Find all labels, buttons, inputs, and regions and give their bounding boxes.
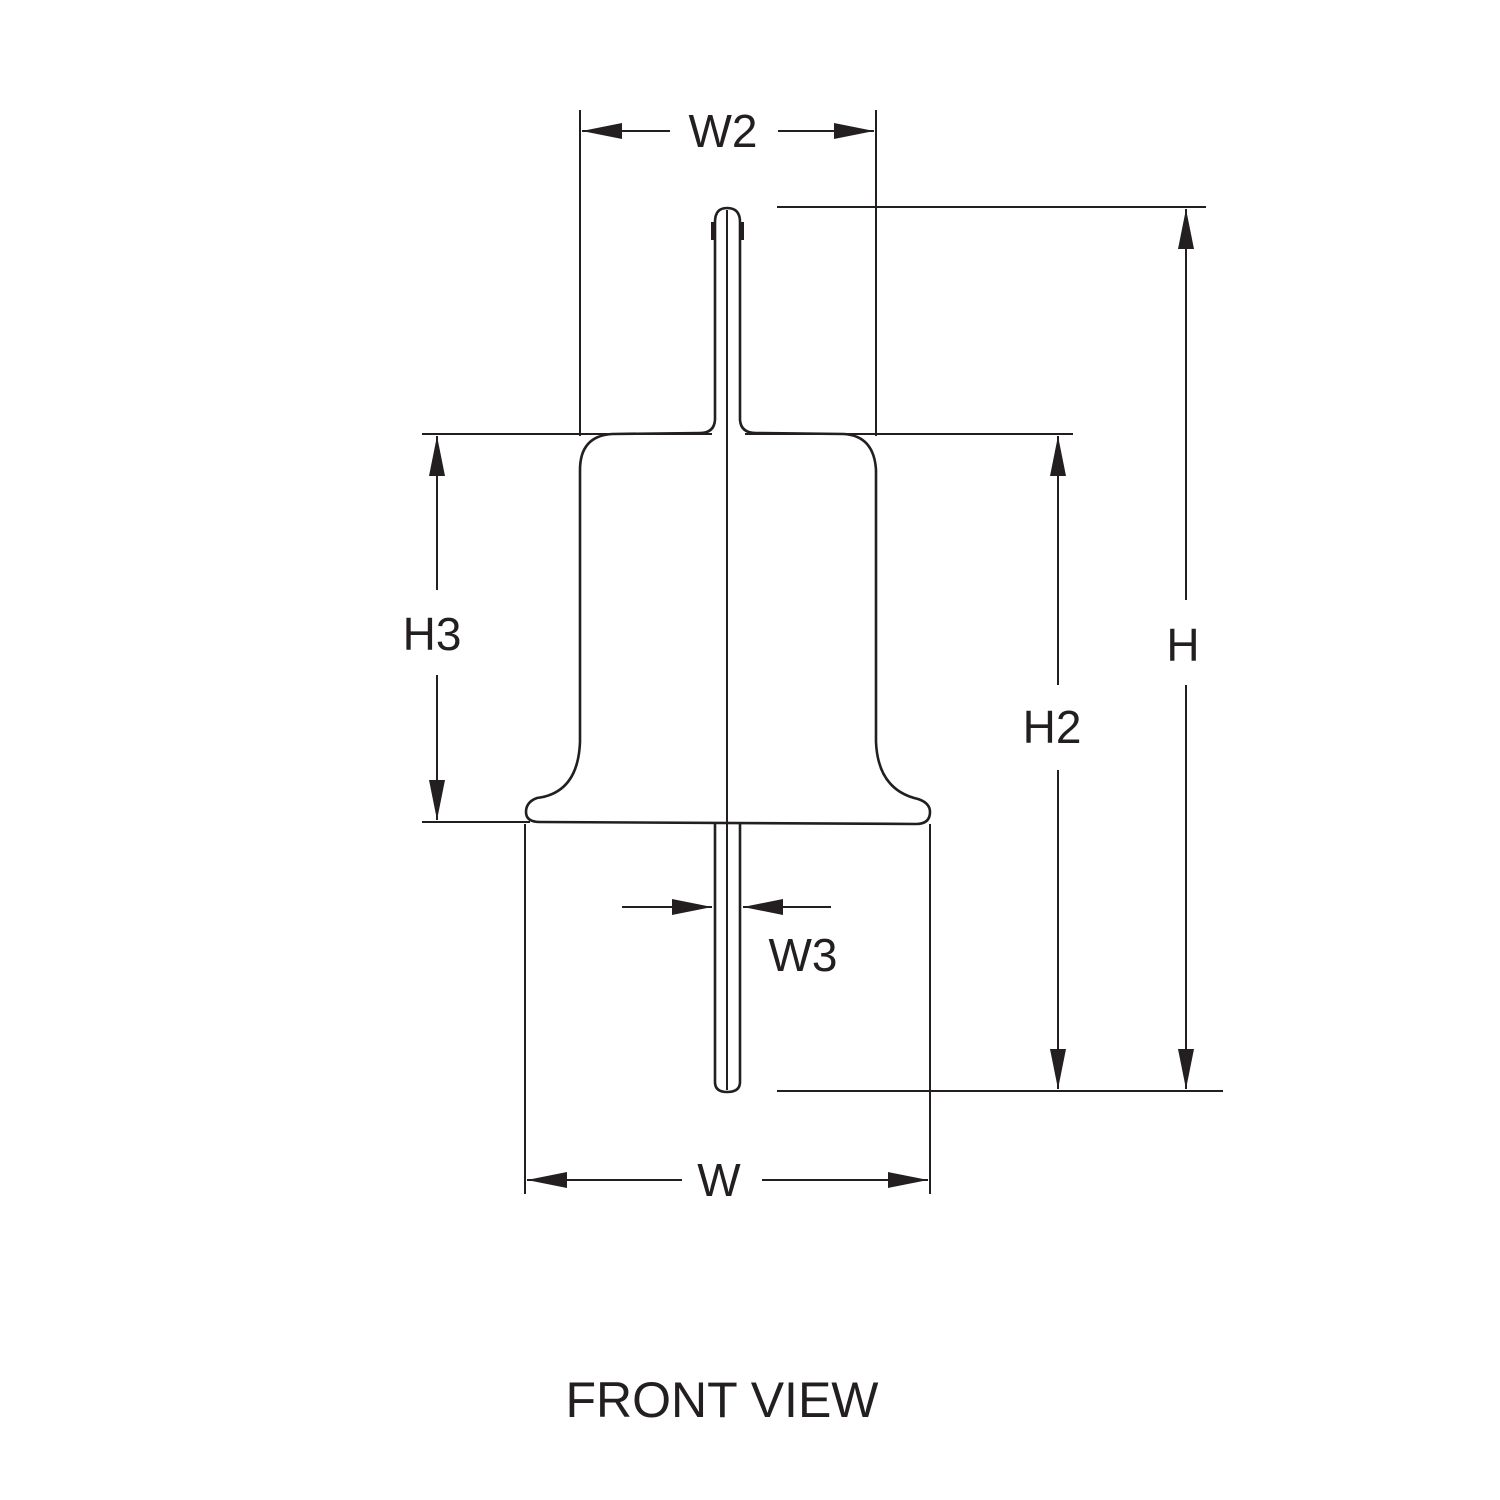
dimension-label-h: H: [1166, 619, 1199, 671]
dimension-label-h3: H3: [403, 608, 462, 660]
dimension-label-w2: W2: [689, 105, 758, 157]
dimension-label-w: W: [697, 1154, 741, 1206]
dimension-w2: W2: [579, 105, 877, 436]
dimension-h: H: [777, 206, 1223, 1092]
body-left: [524, 419, 932, 826]
dimension-h3: H3: [403, 433, 712, 823]
dimension-w: W: [524, 824, 931, 1206]
dimension-label-h2: H2: [1023, 701, 1082, 753]
top-pin-tip: [711, 222, 744, 240]
view-caption: FRONT VIEW: [566, 1372, 880, 1428]
dimension-h2: H2: [745, 433, 1082, 1089]
dimension-label-w3: W3: [769, 929, 838, 981]
part-outline: [524, 206, 932, 1094]
dimension-w3: W3: [622, 899, 838, 981]
bottom-pin: [713, 822, 742, 1094]
top-pin: [713, 206, 757, 435]
